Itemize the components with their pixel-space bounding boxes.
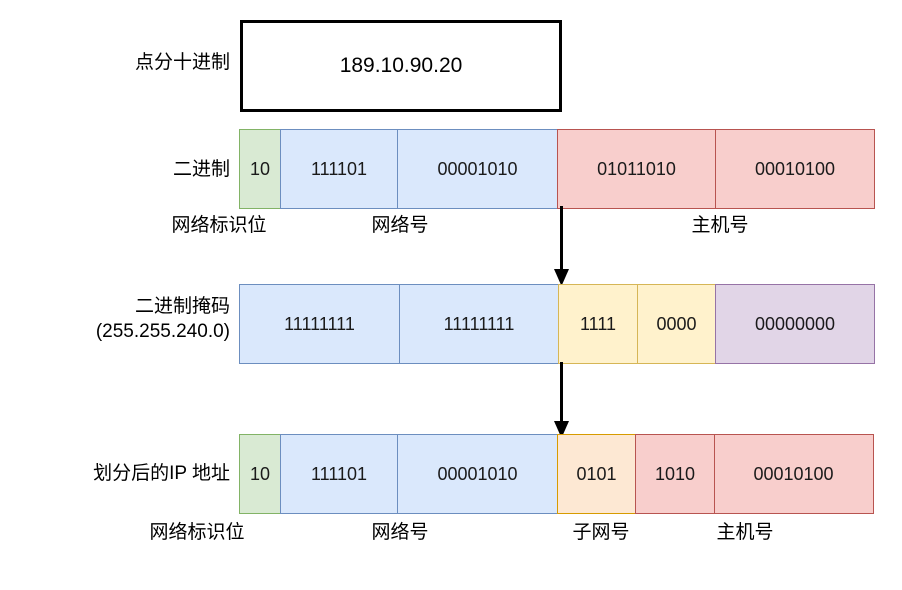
bit-cell-mask-4: 00000000 (715, 284, 875, 364)
section-label-lower-3: 主机号 (716, 522, 774, 543)
row-label-dotted-decimal: 点分十进制 (134, 52, 230, 73)
bit-cell-binary-2: 00001010 (397, 129, 558, 209)
bit-cell-result-4: 1010 (635, 434, 715, 514)
section-label-lower-1: 网络号 (371, 522, 429, 543)
section-label-upper-0: 网络标识位 (171, 215, 267, 236)
section-label-upper-2: 主机号 (691, 215, 749, 236)
bit-cell-binary-1: 111101 (279, 129, 399, 209)
bit-cell-mask-1: 11111111 (398, 284, 560, 364)
bit-cell-mask-2: 1111 (558, 284, 638, 364)
row-label-binary-mask: 二进制掩码 (255.255.240.0) (40, 294, 230, 344)
dotted-decimal-value: 189.10.90.20 (339, 54, 463, 77)
bit-cell-result-0: 10 (239, 434, 281, 514)
section-label-lower-2: 子网号 (572, 522, 630, 543)
bit-cell-result-2: 00001010 (397, 434, 558, 514)
section-label-upper-1: 网络号 (371, 215, 429, 236)
row-label-subnetted-ip: 划分后的IP 地址 (93, 463, 230, 484)
row-label-binary: 二进制 (172, 159, 230, 180)
row-label-binary-mask-line2: (255.255.240.0) (95, 321, 230, 342)
dotted-decimal-box: 189.10.90.20 (240, 20, 562, 112)
section-label-lower-0: 网络标识位 (149, 522, 245, 543)
bit-cell-binary-0: 10 (239, 129, 281, 209)
bit-cell-result-3: 0101 (556, 434, 637, 514)
bit-cell-binary-4: 00010100 (715, 129, 875, 209)
row-label-binary-mask-line1: 二进制掩码 (134, 296, 230, 317)
bit-cell-result-1: 111101 (279, 434, 399, 514)
bit-cell-mask-3: 0000 (636, 284, 717, 364)
bit-cell-result-5: 00010100 (713, 434, 874, 514)
arrow-mask-to-result (554, 362, 569, 438)
bit-cell-binary-3: 01011010 (556, 129, 717, 209)
arrow-binary-to-mask (554, 206, 569, 286)
bit-cell-mask-0: 11111111 (239, 284, 400, 364)
